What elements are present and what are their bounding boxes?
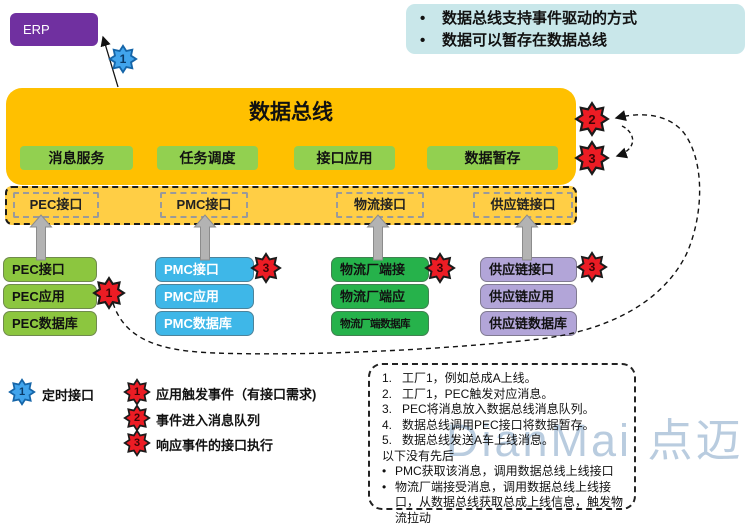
badge-number: 3 xyxy=(123,429,151,457)
pmc-exec-badge: 3 xyxy=(250,252,282,284)
note-box: • 数据总线支持事件驱动的方式 • 数据可以暂存在数据总线 xyxy=(406,4,745,54)
logistics-db-box: 物流厂端数据库 xyxy=(331,311,429,336)
pec-db-box: PEC数据库 xyxy=(3,311,97,336)
step-text: PEC将消息放入数据总线消息队列。 xyxy=(402,402,595,418)
explanation-bullet: • 物流厂端接受消息，调用数据总线上线接口，从数据总线获取总成上线信息，触发物流… xyxy=(382,480,628,526)
bullet-icon: • xyxy=(420,8,442,30)
service-data-cache: 数据暂存 xyxy=(427,146,558,170)
logistics-app-box: 物流厂端应 xyxy=(331,284,429,309)
bullet-icon: • xyxy=(420,30,442,52)
timer-badge: 1 xyxy=(108,44,138,74)
legend-step3-label: 响应事件的接口执行 xyxy=(156,435,273,454)
explanation-step: 3. PEC将消息放入数据总线消息队列。 xyxy=(382,402,628,418)
queue-to-exec-curve xyxy=(617,126,633,156)
legend-step1-label: 应用触发事件（有接口需求) xyxy=(156,384,316,403)
band-logistics-interface: 物流接口 xyxy=(336,192,424,218)
legend-step3-badge: 3 xyxy=(123,429,151,457)
explanation-bullet: • PMC获取该消息，调用数据总线上线接口 xyxy=(382,464,628,480)
legend-step1-badge: 1 xyxy=(123,378,151,406)
pec-interface-box: PEC接口 xyxy=(3,257,97,282)
pmc-interface-box: PMC接口 xyxy=(155,257,254,282)
explanation-middle: 以下没有先后 xyxy=(382,449,628,465)
legend-step2-label: 事件进入消息队列 xyxy=(156,410,260,429)
band-pec-interface: PEC接口 xyxy=(13,192,99,218)
explanation-step: 5. 数据总线发送A车上线消息。 xyxy=(382,433,628,449)
supply-exec-badge: 3 xyxy=(576,251,608,283)
step-text: 数据总线调用PEC接口将数据暂存。 xyxy=(402,418,595,434)
supply-app-box: 供应链应用 xyxy=(480,284,577,309)
step-number: 1. xyxy=(382,371,402,387)
badge-number: 2 xyxy=(123,404,151,432)
pec-trigger-badge: 1 xyxy=(92,276,126,310)
note-line: • 数据可以暂存在数据总线 xyxy=(420,30,737,52)
exec-badge: 3 xyxy=(574,140,610,176)
data-bus-title: 数据总线 xyxy=(6,96,576,126)
service-scheduler: 任务调度 xyxy=(157,146,258,170)
badge-number: 1 xyxy=(92,276,126,310)
step-number: 3. xyxy=(382,402,402,418)
service-interface-app: 接口应用 xyxy=(294,146,395,170)
step-number: 4. xyxy=(382,418,402,434)
bullet-text: 物流厂端接受消息，调用数据总线上线接口，从数据总线获取总成上线信息，触发物流拉动 xyxy=(395,480,628,526)
step-number: 2. xyxy=(382,387,402,403)
explanation-step: 1. 工厂1，例如总成A上线。 xyxy=(382,371,628,387)
logistics-interface-box: 物流厂端接 xyxy=(331,257,429,282)
legend-timer-label: 定时接口 xyxy=(42,385,94,404)
badge-number: 1 xyxy=(8,378,36,406)
supply-interface-box: 供应链接口 xyxy=(480,257,577,282)
badge-number: 3 xyxy=(576,251,608,283)
legend-timer-badge: 1 xyxy=(8,378,36,406)
legend-step2-badge: 2 xyxy=(123,404,151,432)
bullet-icon: • xyxy=(382,464,395,480)
badge-number: 1 xyxy=(123,378,151,406)
queue-badge: 2 xyxy=(574,101,610,137)
bullet-icon: • xyxy=(382,480,395,526)
badge-number: 2 xyxy=(574,101,610,137)
erp-box: ERP xyxy=(10,13,98,46)
badge-number: 3 xyxy=(424,252,456,284)
pmc-db-box: PMC数据库 xyxy=(155,311,254,336)
pmc-app-box: PMC应用 xyxy=(155,284,254,309)
explanation-step: 2. 工厂1，PEC触发对应消息。 xyxy=(382,387,628,403)
step-text: 数据总线发送A车上线消息。 xyxy=(402,433,554,449)
supply-db-box: 供应链数据库 xyxy=(480,311,577,336)
note-text: 数据可以暂存在数据总线 xyxy=(442,30,607,52)
explanation-box: 1. 工厂1，例如总成A上线。 2. 工厂1，PEC触发对应消息。 3. PEC… xyxy=(368,363,636,510)
note-line: • 数据总线支持事件驱动的方式 xyxy=(420,8,737,30)
note-text: 数据总线支持事件驱动的方式 xyxy=(442,8,637,30)
step-text: 工厂1，例如总成A上线。 xyxy=(402,371,537,387)
band-supply-interface: 供应链接口 xyxy=(473,192,573,218)
pec-app-box: PEC应用 xyxy=(3,284,97,309)
badge-number: 3 xyxy=(574,140,610,176)
band-pmc-interface: PMC接口 xyxy=(160,192,248,218)
badge-number: 3 xyxy=(250,252,282,284)
step-number: 5. xyxy=(382,433,402,449)
explanation-step: 4. 数据总线调用PEC接口将数据暂存。 xyxy=(382,418,628,434)
logistics-exec-badge: 3 xyxy=(424,252,456,284)
service-message: 消息服务 xyxy=(20,146,133,170)
step-text: 工厂1，PEC触发对应消息。 xyxy=(402,387,553,403)
bullet-text: PMC获取该消息，调用数据总线上线接口 xyxy=(395,464,614,480)
badge-number: 1 xyxy=(108,44,138,74)
